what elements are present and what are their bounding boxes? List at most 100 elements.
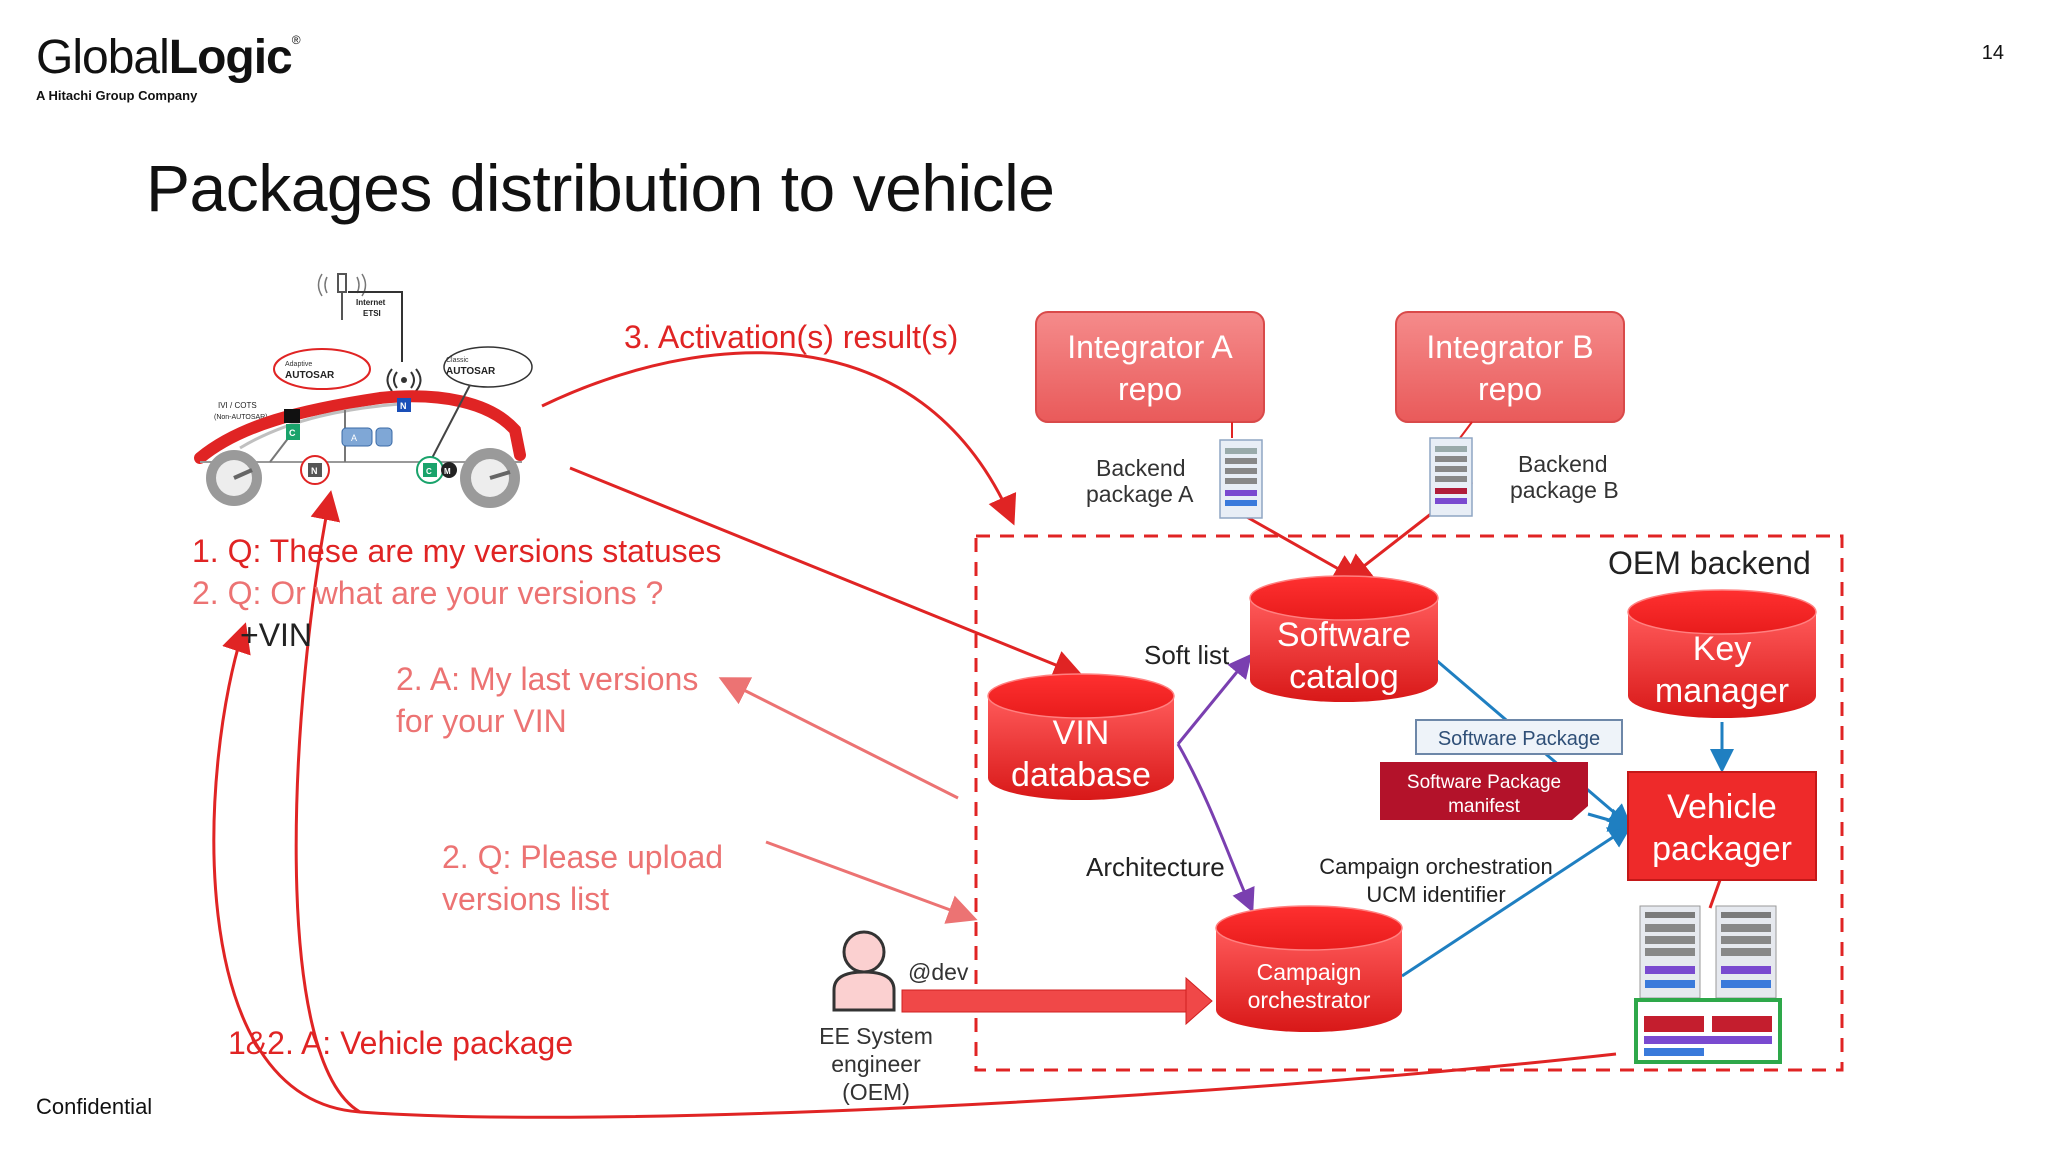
arrow-packager-to-package [1708,879,1722,909]
page-number: 14 [1981,42,2004,64]
integrator-b-repo: Integrator B repo [1395,311,1625,423]
adaptive-autosar-text: AUTOSAR [285,370,335,381]
wheel-front-icon [206,450,262,506]
wheel-rear-icon [460,448,520,508]
software-catalog-sublabel: catalog [1289,658,1399,696]
vehicle-packager-label: Vehicle [1667,788,1777,826]
ee-engineer-label: EE System [819,1023,933,1049]
ecu-node-n-top: N [397,398,411,412]
logo-registered-mark: ® [291,33,301,47]
arrow-backend-a-to-catalog [1237,510,1364,583]
vin-database-sublabel: database [1011,756,1151,794]
arrow-upload-request [765,840,978,924]
ee-engineer-person-icon [832,930,896,1012]
ivi-cots-label: IVI / COTS [218,401,257,410]
plus-vin-label: +VIN [240,617,312,653]
integrator-b-label: Integrator B [1426,329,1593,365]
arrow-vehicle-package [212,622,1617,1119]
wireless-icon [386,368,422,392]
software-package-manifest-label: Software Package [1407,772,1561,793]
software-package-manifest-tag: Software Package manifest [1380,762,1588,820]
vin-database-db: VIN database [987,673,1175,800]
for-your-vin-label: for your VIN [396,703,567,739]
arrow-manifest-to-packager [1587,808,1633,832]
svg-text:M: M [444,467,451,476]
vehicle-package-label: 1&2. A: Vehicle package [228,1025,573,1061]
internet-label: Internet [356,298,386,307]
etsi-label: ETSI [363,309,381,318]
ucm-identifier-label: UCM identifier [1366,882,1505,907]
page-title: Packages distribution to vehicle [146,151,1055,225]
adaptive-label: Adaptive [285,361,312,368]
classic-label: Classic [446,357,469,364]
backend-package-a-thumbnail [1219,439,1263,519]
campaign-orchestrator-db: Campaign orchestrator [1215,905,1403,1032]
integrator-a-label: Integrator A [1067,329,1233,365]
antenna-icon [317,273,403,362]
vehicle-packager-box: Vehicle packager [1627,771,1817,881]
software-catalog-db: Software catalog [1249,575,1439,702]
key-manager-label: Key [1693,630,1752,668]
svg-text:C: C [426,467,432,476]
vin-database-label: VIN [1053,714,1110,752]
campaign-orchestrator-label: Campaign [1257,959,1362,985]
upload-versions-label: 2. Q: Please upload [442,839,723,875]
arrow-vin-to-catalog [1176,653,1252,745]
software-catalog-label: Software [1277,616,1411,654]
architecture-label: Architecture [1086,852,1225,882]
arrow-orchestrator-to-packager [1401,824,1633,978]
software-package-tag: Software Package [1415,719,1623,755]
ee-engineer-sublabel: engineer [831,1051,921,1077]
non-autosar-label: (Non-AUTOSAR) [214,414,268,421]
software-package-manifest-sublabel: manifest [1448,796,1521,817]
campaign-orchestrator-sublabel: orchestrator [1248,987,1371,1013]
backend-package-b-label: Backend [1518,451,1608,477]
logo-light-text: Global [36,31,170,84]
car-body [194,384,526,464]
arrow-vin-to-orchestrator [1176,743,1255,913]
svg-text:C: C [289,428,296,438]
logo-subtitle: A Hitachi Group Company [36,88,198,103]
oem-backend-region [974,534,1844,1072]
backend-package-b-thumbnail [1429,437,1473,517]
footer-confidential: Confidential [36,1094,153,1119]
logo-bold-text: Logic [168,31,293,84]
classic-autosar-badge: Classic AUTOSAR [443,346,533,388]
ecu-node-cm: C M [416,456,457,484]
campaign-orchestration-label: Campaign orchestration [1319,854,1553,879]
activation-results-label: 3. Activation(s) result(s) [624,319,958,355]
versions-list-label: versions list [442,881,609,917]
arrow-to-car-node [294,490,361,1114]
dev-label: @dev [908,959,969,985]
integrator-b-sublabel: repo [1478,371,1542,407]
what-versions-label: 2. Q: Or what are your versions ? [192,575,663,611]
ee-engineer-oem: (OEM) [842,1079,910,1105]
ecu-node-n-bottom: N [300,455,330,485]
oem-backend-label: OEM backend [1608,545,1811,581]
versions-statuses-label: 1. Q: These are my versions statuses [192,533,721,569]
arrow-activation-results [541,351,1017,526]
vehicle-illustration: Internet ETSI Adaptive AUTOSAR Classic A… [194,273,533,508]
key-manager-sublabel: manager [1655,672,1789,710]
software-package-label: Software Package [1438,728,1600,750]
globallogic-logo: GlobalLogic® A Hitachi Group Company [36,31,301,104]
engineer-to-orchestrator-arrow [901,976,1213,1026]
adaptive-autosar-badge: Adaptive AUTOSAR [273,348,371,390]
svg-text:N: N [311,466,318,476]
backend-package-b-sublabel: package B [1510,477,1619,503]
integrator-a-sublabel: repo [1118,371,1182,407]
vehicle-package-thumbnail [1634,905,1782,1064]
classic-autosar-text: AUTOSAR [446,366,496,377]
backend-package-a-label: Backend [1096,455,1186,481]
backend-package-a-sublabel: package A [1086,481,1194,507]
svg-text:N: N [400,401,407,411]
svg-text:A: A [351,433,357,443]
ecu-node-ivi: C [284,409,300,440]
ecu-node-a-pair: A [341,427,393,447]
vehicle-packager-sublabel: packager [1652,830,1792,868]
arrow-versions-statuses [569,466,1084,679]
logo-wordmark: GlobalLogic® [36,31,301,84]
arrow-last-versions [718,677,959,800]
soft-list-label: Soft list [1144,640,1230,670]
integrator-a-repo: Integrator A repo [1035,311,1265,423]
